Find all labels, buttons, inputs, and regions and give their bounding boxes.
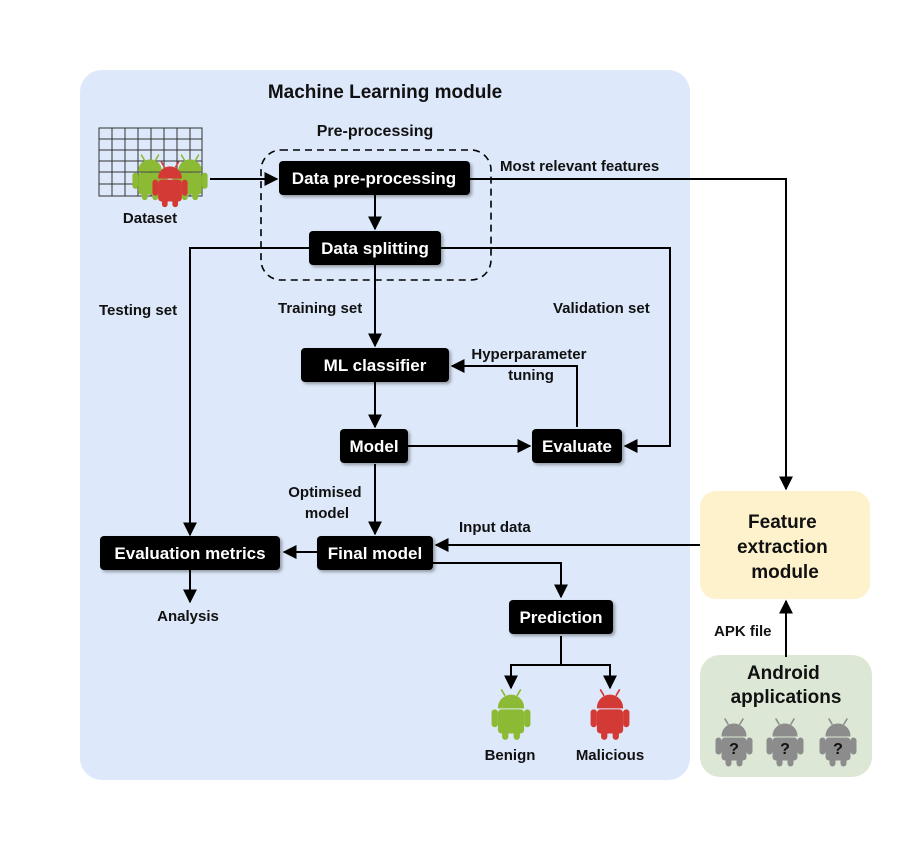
node-evaluate[interactable]: Evaluate <box>532 429 622 463</box>
dataset-icon: Dataset <box>98 127 208 227</box>
evaluate-box[interactable] <box>532 429 622 463</box>
benign-output: Benign <box>485 689 536 764</box>
feature-extraction-label-line1: Feature <box>748 512 817 533</box>
android-applications-label-line1: Android <box>747 663 820 684</box>
data-preprocessing-box[interactable] <box>279 161 470 195</box>
unknown-app-icon-3: ? <box>819 718 857 767</box>
svg-text:Feature extraction: Feature extraction module <box>737 512 833 583</box>
unknown-app-icon-2: ? <box>766 718 804 767</box>
malicious-output: Malicious <box>576 689 644 764</box>
node-prediction[interactable]: Prediction <box>509 600 613 634</box>
label-apk-file: APK file <box>714 623 772 640</box>
node-ml-classifier[interactable]: ML classifier <box>301 348 449 382</box>
prediction-label: Prediction <box>519 608 602 627</box>
label-input-data: Input data <box>459 519 531 536</box>
feature-extraction-module[interactable]: Feature extraction module <box>700 491 870 599</box>
edge-splitting-to-evaluate <box>441 247 671 453</box>
feature-extraction-box[interactable] <box>700 491 870 599</box>
final-model-label: Final model <box>328 544 422 563</box>
evaluate-label: Evaluate <box>542 437 612 456</box>
preprocessing-title: Pre-processing <box>317 123 433 140</box>
edge-splitting-to-evaluation-metrics <box>183 247 309 537</box>
model-label: Model <box>349 437 398 456</box>
edge-prediction-split <box>504 636 562 690</box>
data-splitting-label: Data splitting <box>321 239 429 258</box>
node-evaluation-metrics[interactable]: Evaluation metrics <box>100 536 280 570</box>
edges <box>183 172 793 690</box>
ml-classifier-label: ML classifier <box>324 356 427 375</box>
dataset-label: Dataset <box>123 210 177 227</box>
android-applications-panel: Android applications ? ? ? <box>700 655 872 777</box>
edge-preprocessing-to-feature-extraction <box>470 178 793 491</box>
final-model-box[interactable] <box>317 536 433 570</box>
edge-evaluate-to-classifier <box>450 359 578 427</box>
analysis-label: Analysis <box>157 608 219 625</box>
unknown-app-icon-1: ? <box>715 718 753 767</box>
android-applications-label-line2: applications <box>731 687 842 708</box>
edge-final-model-to-prediction <box>433 562 568 599</box>
node-data-splitting[interactable]: Data splitting <box>309 231 441 265</box>
label-optimised-line1: Optimised <box>288 484 361 501</box>
label-hyperparameter-line2: tuning <box>508 367 554 384</box>
data-preprocessing-label: Data pre-processing <box>292 169 456 188</box>
unknown-app-glyph-3: ? <box>833 741 843 758</box>
node-final-model[interactable]: Final model <box>317 536 433 570</box>
label-most-relevant-features: Most relevant features <box>500 158 659 175</box>
feature-extraction-label-line3: module <box>751 562 819 583</box>
svg-text:Android applications: Android applications <box>731 663 842 708</box>
malicious-label: Malicious <box>576 747 644 764</box>
evaluation-metrics-label: Evaluation metrics <box>114 544 265 563</box>
label-optimised-line2: model <box>305 505 349 522</box>
label-optimised-model: Optimised model <box>288 484 366 522</box>
ml-classifier-box[interactable] <box>301 348 449 382</box>
model-box[interactable] <box>340 429 408 463</box>
node-data-preprocessing[interactable]: Data pre-processing <box>279 161 470 195</box>
ml-module-title: Machine Learning module <box>268 82 502 103</box>
evaluation-metrics-box[interactable] <box>100 536 280 570</box>
label-testing-set: Testing set <box>99 302 177 319</box>
prediction-box[interactable] <box>509 600 613 634</box>
unknown-app-glyph-1: ? <box>729 741 739 758</box>
unknown-app-glyph-2: ? <box>780 741 790 758</box>
node-model[interactable]: Model <box>340 429 408 463</box>
data-splitting-box[interactable] <box>309 231 441 265</box>
benign-label: Benign <box>485 747 536 764</box>
label-validation-set: Validation set <box>553 300 650 317</box>
label-hyperparameter-line1: Hyperparameter <box>471 346 586 363</box>
feature-extraction-label-line2: extraction <box>737 537 828 558</box>
edge-prediction-to-malicious <box>561 664 617 690</box>
edge-labels: Most relevant features Testing set Train… <box>99 158 772 640</box>
label-training-set: Training set <box>278 300 362 317</box>
label-hyperparameter-tuning: Hyperparameter tuning <box>471 346 590 384</box>
